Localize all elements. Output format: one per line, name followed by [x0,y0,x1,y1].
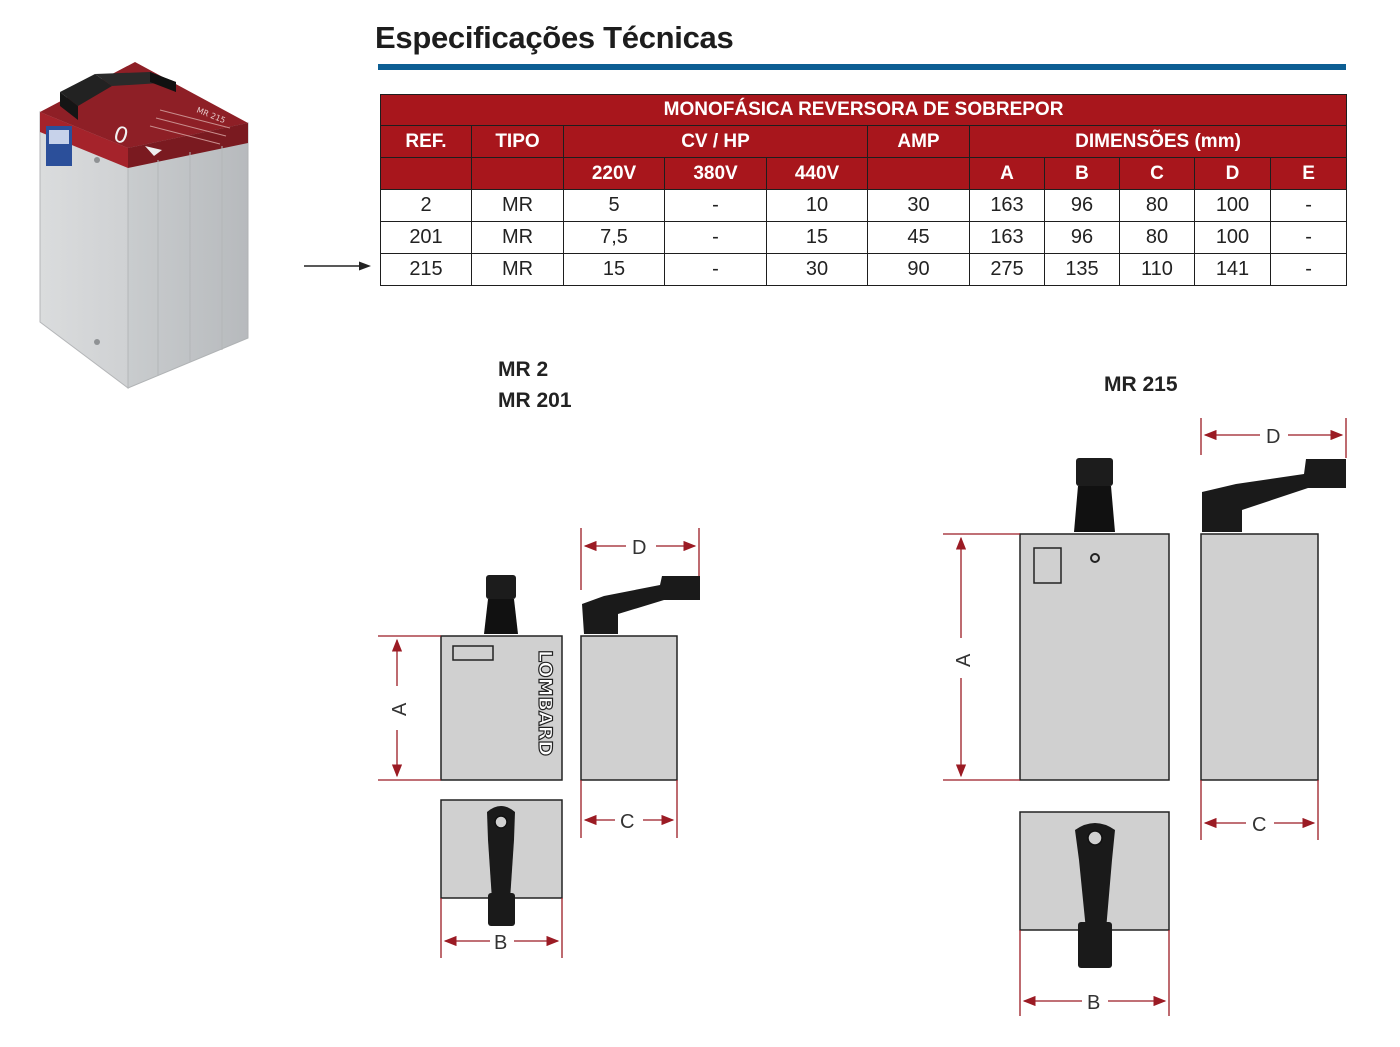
header-voltage: 220V [563,157,665,190]
table-main-header: MONOFÁSICA REVERSORA DE SOBREPOR [379,94,1348,126]
large-dim-a-label: A [953,653,975,667]
brand-text: LOMBARD [534,650,556,756]
small-dimension-a [378,635,441,781]
table-row: 215 MR 15 - 30 90 275 135 110 141 - [380,253,1348,286]
table-cell: - [664,253,767,286]
header-amp: AMP [867,125,970,158]
large-dimension-c [1200,780,1319,840]
header-dim-letter: C [1119,157,1195,190]
table-cell: 2 [380,189,472,222]
table-cell: 201 [380,221,472,254]
small-dimension-b [440,898,563,958]
large-dimension-d [1200,418,1347,458]
table-row: 201 MR 7,5 - 15 45 163 96 80 100 - [380,221,1348,254]
table-row: 2 MR 5 - 10 30 163 96 80 100 - [380,189,1348,222]
large-dim-b-label: B [1087,992,1100,1014]
table-cell: 215 [380,253,472,286]
table-cell: MR [471,221,564,254]
table-cell: 80 [1119,221,1195,254]
header-dim-letter: A [969,157,1045,190]
small-side-view [580,576,700,781]
table-cell: 5 [563,189,665,222]
large-dim-c-label: C [1252,814,1266,836]
table-cell: 30 [766,253,868,286]
product-photo: 0 MR 215 [39,62,249,389]
header-dimensions: DIMENSÕES (mm) [968,125,1348,158]
small-top-view [440,799,563,926]
table-cell: - [664,189,767,222]
header-voltage: 380V [664,157,767,190]
small-dim-d-label: D [632,537,646,559]
table-cell: 15 [766,221,868,254]
table-cell: MR [471,189,564,222]
table-cell: 100 [1194,189,1271,222]
table-cell: 135 [1044,253,1120,286]
header-tipo: TIPO [471,125,564,158]
small-dimension-c [580,780,678,838]
small-dimension-d [580,528,700,590]
header-voltage: 440V [766,157,868,190]
table-cell: 100 [1194,221,1271,254]
table-cell: 141 [1194,253,1271,286]
small-dim-b-label: B [494,932,507,954]
table-cell: 163 [969,221,1045,254]
large-dimension-b [1019,930,1170,1016]
large-dimension-a [943,533,1020,781]
spec-table: MONOFÁSICA REVERSORA DE SOBREPOR REF. TI… [379,94,1348,286]
table-cell: - [664,221,767,254]
header-cv-hp: CV / HP [563,125,868,158]
model-label-mr201: MR 201 [498,389,572,412]
table-cell: 45 [867,221,970,254]
small-front-view: LOMBARD [440,575,563,781]
title-underline [378,64,1346,70]
model-label-mr2: MR 2 [498,358,549,381]
table-cell: 15 [563,253,665,286]
table-cell: - [1269,221,1348,254]
header-ref: REF. [380,125,472,158]
small-dim-a-label: A [389,702,411,716]
header-dim-letter: E [1269,157,1348,190]
small-dim-c-label: C [620,811,634,833]
large-front-view [1019,458,1170,781]
header-empty [380,157,472,190]
large-side-view [1200,459,1346,781]
header-dim-letter: D [1194,157,1271,190]
large-top-view [1019,811,1170,968]
large-dim-d-label: D [1266,426,1280,448]
table-cell: - [1269,253,1348,286]
table-cell: 10 [766,189,868,222]
row-pointer-arrow-icon [304,261,371,271]
model-label-mr215: MR 215 [1104,373,1178,396]
table-cell: MR [471,253,564,286]
header-empty [471,157,564,190]
page-title: Especificações Técnicas [375,20,734,55]
